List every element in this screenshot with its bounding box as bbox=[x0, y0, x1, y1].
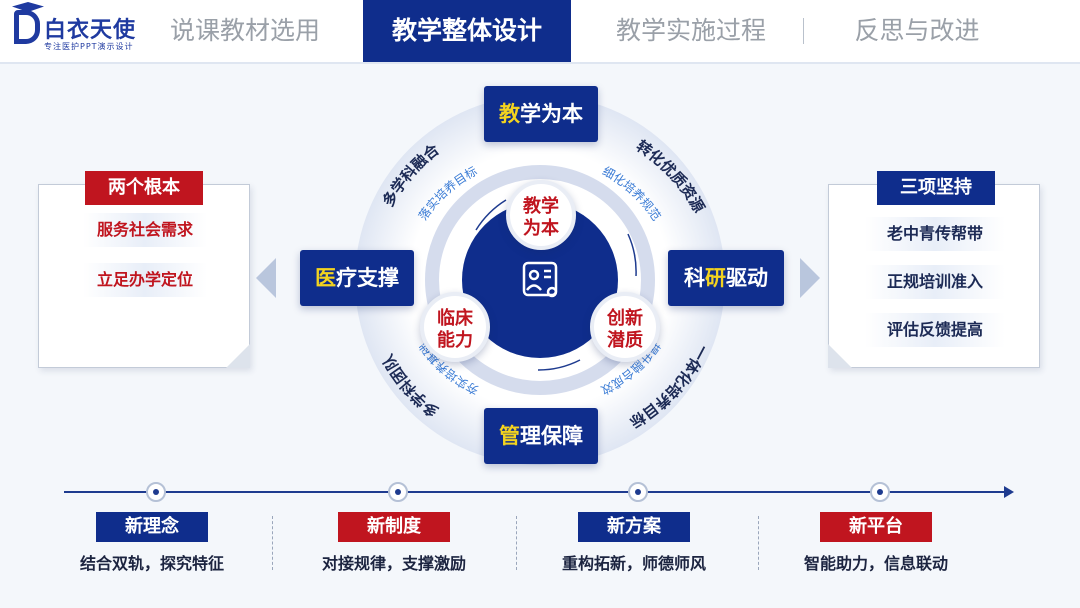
right-panel: 三项坚持 老中青传帮带 正规培训准入 评估反馈提高 bbox=[828, 171, 1040, 368]
left-box-medical-support[interactable]: 医疗支撑 bbox=[300, 250, 414, 306]
id-card-gear-icon bbox=[522, 261, 558, 298]
timeline-divider bbox=[516, 516, 517, 570]
timeline-description: 结合双轨，探究特征 bbox=[79, 554, 224, 573]
circle-line: 潜质 bbox=[607, 330, 643, 351]
left-panel-item: 服务社会需求 bbox=[83, 213, 207, 247]
top-box-highlight: 教 bbox=[499, 102, 520, 126]
right-panel-title: 三项坚持 bbox=[877, 171, 995, 205]
left-box-highlight: 医 bbox=[315, 266, 336, 290]
header-bar: 白衣天使 专注医护PPT演示设计 说课教材选用 教学整体设计 教学实施过程 反思… bbox=[0, 0, 1080, 64]
center-ring-diagram: 多学科融合 转化优质资源 多学科团队 一体化培养目标 落实培养目标 细化培养规范… bbox=[355, 95, 725, 465]
left-chevron-icon bbox=[256, 258, 276, 298]
timeline-dot bbox=[388, 482, 408, 502]
left-panel: 两个根本 服务社会需求 立足办学定位 bbox=[38, 171, 250, 368]
circle-teaching-foundation: 教学为本 bbox=[506, 180, 576, 250]
top-box-rest: 学为本 bbox=[520, 102, 583, 126]
tab-reflection[interactable]: 反思与改进 bbox=[854, 16, 980, 45]
right-box-research-driven[interactable]: 科研驱动 bbox=[668, 250, 784, 306]
tab-overall-design[interactable]: 教学整体设计 bbox=[363, 0, 571, 62]
timeline-description: 重构拓新，师德师风 bbox=[561, 554, 706, 573]
timeline-badge-new-system[interactable]: 新制度 bbox=[338, 512, 450, 542]
right-panel-item: 正规培训准入 bbox=[865, 265, 1005, 299]
flow-arrow bbox=[475, 199, 507, 231]
right-panel-item: 老中青传帮带 bbox=[865, 217, 1005, 251]
timeline-description: 智能助力，信息联动 bbox=[803, 554, 948, 573]
logo-title: 白衣天使 bbox=[44, 18, 137, 43]
timeline-line bbox=[64, 491, 1010, 493]
bottom-box-management[interactable]: 管理保障 bbox=[484, 408, 598, 464]
left-box-rest: 疗支撑 bbox=[336, 266, 399, 290]
bottom-box-rest: 理保障 bbox=[520, 424, 583, 448]
right-chevron-icon bbox=[800, 258, 820, 298]
circle-line: 临床 bbox=[437, 308, 473, 329]
top-box-teaching[interactable]: 教学为本 bbox=[484, 86, 598, 142]
timeline-description: 对接规律，支撑激励 bbox=[321, 554, 466, 573]
logo-cap-icon bbox=[12, 2, 44, 12]
circle-line: 教学 bbox=[523, 196, 559, 217]
left-panel-item: 立足办学定位 bbox=[83, 263, 207, 297]
logo-p-mark bbox=[14, 10, 40, 44]
left-panel-title: 两个根本 bbox=[85, 171, 203, 205]
timeline-badge-new-concept[interactable]: 新理念 bbox=[96, 512, 208, 542]
timeline-divider bbox=[272, 516, 273, 570]
circle-line: 创新 bbox=[607, 308, 643, 329]
circle-innovation-potential: 创新潜质 bbox=[590, 292, 660, 362]
circle-line: 为本 bbox=[523, 218, 559, 239]
logo-subtitle: 专注医护PPT演示设计 bbox=[44, 42, 134, 51]
right-box-highlight: 研 bbox=[705, 266, 726, 290]
timeline-dot bbox=[146, 482, 166, 502]
right-box-pre: 科 bbox=[684, 266, 705, 290]
right-box-rest: 驱动 bbox=[726, 266, 768, 290]
bottom-box-highlight: 管 bbox=[499, 424, 520, 448]
inner-ring bbox=[425, 165, 655, 395]
timeline-divider bbox=[758, 516, 759, 570]
nav-divider bbox=[803, 18, 804, 44]
tab-textbook-selection[interactable]: 说课教材选用 bbox=[169, 16, 320, 45]
core-circle bbox=[462, 202, 618, 358]
page-fold-corner bbox=[226, 344, 250, 368]
circle-line: 能力 bbox=[437, 330, 473, 351]
timeline-dot bbox=[628, 482, 648, 502]
page-fold-corner bbox=[828, 344, 852, 368]
circle-clinical-ability: 临床能力 bbox=[420, 292, 490, 362]
flow-arrow bbox=[537, 359, 581, 371]
timeline-arrow-icon bbox=[1004, 486, 1014, 498]
timeline-dot bbox=[870, 482, 890, 502]
brand-logo[interactable]: 白衣天使 专注医护PPT演示设计 bbox=[12, 2, 154, 56]
timeline-badge-new-plan[interactable]: 新方案 bbox=[578, 512, 690, 542]
timeline-badge-new-platform[interactable]: 新平台 bbox=[820, 512, 932, 542]
flow-arrow bbox=[627, 233, 637, 277]
right-panel-item: 评估反馈提高 bbox=[865, 313, 1005, 347]
tab-implementation[interactable]: 教学实施过程 bbox=[615, 16, 766, 45]
